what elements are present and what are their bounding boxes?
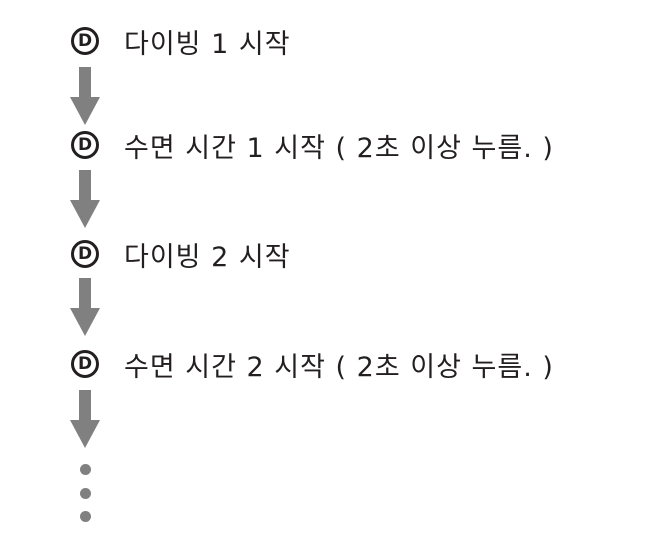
circled-d-icon: D bbox=[71, 240, 99, 268]
dot bbox=[79, 487, 91, 499]
flow-step-1: D 다이빙 1 시작 bbox=[71, 24, 291, 60]
step-label: 다이빙 1 시작 bbox=[124, 28, 291, 60]
dot bbox=[79, 511, 91, 522]
circled-d-icon: D bbox=[71, 27, 99, 55]
ellipsis-dots bbox=[79, 464, 91, 522]
step-label: 다이빙 2 시작 bbox=[124, 241, 291, 273]
down-arrow-icon bbox=[70, 67, 100, 125]
down-arrow-icon bbox=[70, 170, 100, 228]
flow-step-3: D 다이빙 2 시작 bbox=[71, 237, 291, 273]
circled-d-icon: D bbox=[71, 350, 99, 378]
down-arrow-icon bbox=[70, 278, 100, 336]
circled-d-icon: D bbox=[71, 131, 99, 159]
flow-step-2: D 수면 시간 1 시작 ( 2초 이상 누름. ) bbox=[71, 128, 554, 164]
down-arrow-icon bbox=[70, 390, 100, 448]
step-label: 수면 시간 1 시작 ( 2초 이상 누름. ) bbox=[124, 132, 554, 164]
dot bbox=[79, 464, 91, 475]
step-label: 수면 시간 2 시작 ( 2초 이상 누름. ) bbox=[124, 351, 554, 383]
flow-step-4: D 수면 시간 2 시작 ( 2초 이상 누름. ) bbox=[71, 347, 554, 383]
